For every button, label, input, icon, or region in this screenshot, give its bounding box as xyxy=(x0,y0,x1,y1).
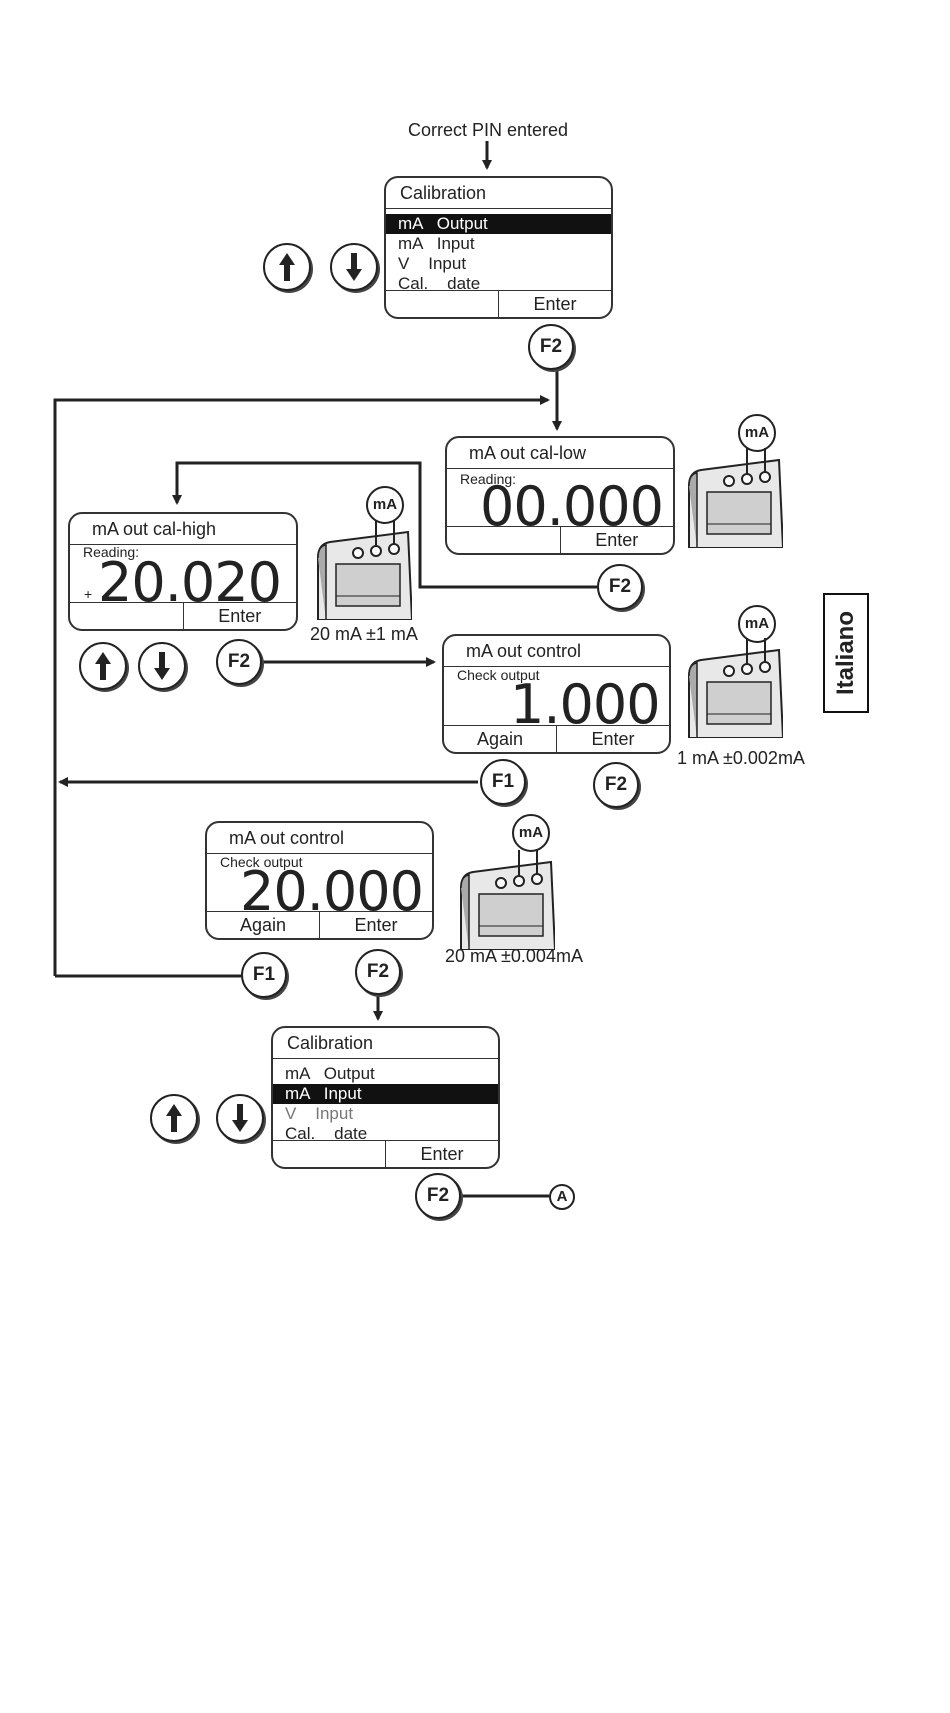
softkey-enter[interactable]: Enter xyxy=(559,527,674,553)
calibration-screen-1: Calibration mA Output mA Input V Input C… xyxy=(384,176,613,319)
control-screen-2: mA out control Check output 20.000 Again… xyxy=(205,821,434,940)
softkey-f1[interactable] xyxy=(70,603,183,629)
down-arrow-icon[interactable] xyxy=(138,642,186,690)
pin-entered-caption: Correct PIN entered xyxy=(408,120,569,140)
screen-title: mA out cal-high xyxy=(70,514,296,545)
cal-low-screen: mA out cal-low Reading: 00.000 Enter xyxy=(445,436,675,555)
softkey-bar: Enter xyxy=(386,290,611,317)
check-output-label: Check output xyxy=(457,667,540,683)
menu-item-v-input[interactable]: V Input xyxy=(285,1104,354,1123)
menu-item-cal-date[interactable]: Cal. date xyxy=(285,1124,368,1143)
connector-a: A xyxy=(549,1184,575,1210)
screen-title: Calibration xyxy=(386,178,611,209)
output-value: 20.000 xyxy=(240,860,424,923)
f2-key[interactable]: F2 xyxy=(597,564,643,610)
menu-item-ma-output[interactable]: mA Output xyxy=(386,214,611,234)
down-arrow-icon[interactable] xyxy=(330,243,378,291)
menu-item-ma-input[interactable]: mA Input xyxy=(398,234,475,253)
reading-label: Reading: xyxy=(460,471,517,487)
output-value: 1.000 xyxy=(510,673,661,736)
check-output-label: Check output xyxy=(220,854,303,870)
f1-key[interactable]: F1 xyxy=(480,759,526,805)
ma-terminal-badge: mA xyxy=(738,605,776,643)
ma-terminal-badge: mA xyxy=(366,486,404,524)
down-arrow-icon[interactable] xyxy=(216,1094,264,1142)
screen-title: mA out control xyxy=(207,823,432,854)
up-arrow-icon[interactable] xyxy=(79,642,127,690)
softkey-f1[interactable] xyxy=(447,527,560,553)
softkey-enter[interactable]: Enter xyxy=(498,291,611,317)
language-tab: Italiano xyxy=(823,593,869,713)
softkey-enter[interactable]: Enter xyxy=(182,603,297,629)
tolerance-label: 20 mA ±1 mA xyxy=(310,624,418,644)
menu-item-cal-date[interactable]: Cal. date xyxy=(398,274,481,293)
reading-value: 00.000 xyxy=(480,475,664,538)
device-icon xyxy=(688,638,783,738)
menu-item-ma-output[interactable]: mA Output xyxy=(285,1064,375,1083)
softkey-bar: Enter xyxy=(447,526,673,553)
device-icon xyxy=(688,448,783,548)
softkey-bar: Enter xyxy=(273,1140,498,1167)
f2-key[interactable]: F2 xyxy=(593,762,639,808)
up-arrow-icon[interactable] xyxy=(150,1094,198,1142)
softkey-enter[interactable]: Enter xyxy=(319,912,432,938)
ma-terminal-badge: mA xyxy=(512,814,550,852)
device-icon xyxy=(460,850,555,950)
calibration-menu: mA Output mA Input V Input Cal. date xyxy=(273,1064,498,1144)
up-arrow-icon[interactable] xyxy=(263,243,311,291)
f2-key[interactable]: F2 xyxy=(528,324,574,370)
softkey-enter[interactable]: Enter xyxy=(385,1141,498,1167)
f1-key[interactable]: F1 xyxy=(241,952,287,998)
softkey-bar: Again Enter xyxy=(444,725,669,752)
reading-sign: + xyxy=(84,586,93,602)
softkey-enter[interactable]: Enter xyxy=(556,726,669,752)
calibration-menu: mA Output mA Input V Input Cal. date xyxy=(386,214,611,294)
language-tab-label: Italiano xyxy=(832,610,859,696)
reading-label: Reading: xyxy=(83,544,140,560)
tolerance-label: 20 mA ±0.004mA xyxy=(445,946,583,966)
screen-title: mA out control xyxy=(444,636,669,667)
softkey-again[interactable]: Again xyxy=(239,915,287,935)
f2-key[interactable]: F2 xyxy=(415,1173,461,1219)
menu-item-v-input[interactable]: V Input xyxy=(398,254,467,273)
screen-title: Calibration xyxy=(273,1028,498,1059)
calibration-screen-2: Calibration mA Output mA Input V Input C… xyxy=(271,1026,500,1169)
tolerance-label: 1 mA ±0.002mA xyxy=(677,748,805,768)
softkey-bar: Again Enter xyxy=(207,911,432,938)
softkey-again[interactable]: Again xyxy=(476,729,524,749)
ma-terminal-badge: mA xyxy=(738,414,776,452)
softkey-f1[interactable] xyxy=(273,1141,385,1167)
reading-value: 20.020 xyxy=(98,551,282,614)
device-icon xyxy=(317,520,412,620)
cal-high-screen: mA out cal-high Reading: + 20.020 Enter xyxy=(68,512,298,631)
menu-item-ma-input[interactable]: mA Input xyxy=(273,1084,498,1104)
softkey-bar: Enter xyxy=(70,602,296,629)
f2-key[interactable]: F2 xyxy=(355,949,401,995)
f2-key[interactable]: F2 xyxy=(216,639,262,685)
screen-title: mA out cal-low xyxy=(447,438,673,469)
softkey-f1[interactable] xyxy=(386,291,498,317)
control-screen-1: mA out control Check output 1.000 Again … xyxy=(442,634,671,754)
